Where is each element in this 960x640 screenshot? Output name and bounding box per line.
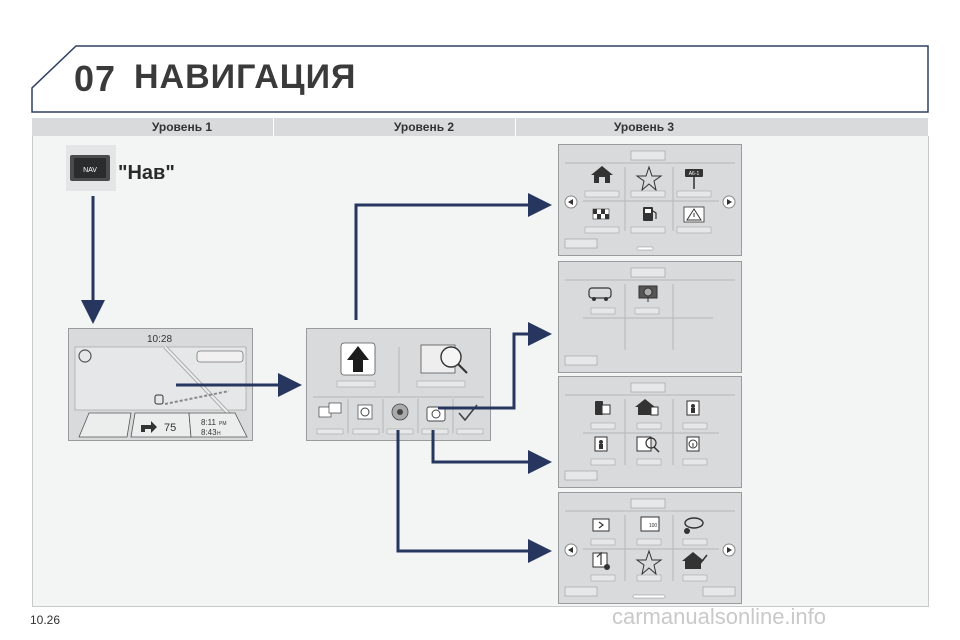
speed-limit: 75 (164, 422, 176, 434)
phone-contact-icon (595, 401, 611, 415)
nav-key-panel: NAV (66, 145, 116, 191)
prev-arrow-icon (568, 199, 573, 205)
person-icon (686, 400, 700, 416)
search-icon (636, 436, 660, 453)
map-screen: 10:28 75 8:11 PM 8:43 H (68, 328, 253, 441)
reroute-icon (592, 551, 610, 570)
page-number: 10.26 (30, 613, 61, 627)
prev-arrow-icon (568, 547, 573, 553)
level3-screen-1: A6-1 (558, 144, 742, 256)
confirm-icon (458, 404, 478, 422)
star-icon (635, 165, 663, 192)
fuel-icon (643, 207, 657, 221)
column-level-1: Уровень 1 (151, 120, 213, 134)
column-header-bar: Уровень 1 Уровень 2 Уровень 3 (32, 118, 928, 136)
compass-icon (78, 349, 92, 363)
arrival-suffix: PM (219, 421, 227, 427)
next-instruction-icon (592, 518, 610, 532)
level3-screen-3 (558, 376, 742, 488)
finish-flag-icon (592, 208, 610, 220)
next-arrow-icon (727, 547, 732, 553)
menu-screen (306, 328, 491, 441)
page-title: НАВИГАЦИЯ (134, 58, 357, 96)
settings-icon (426, 406, 446, 422)
chapter-number: 07 (74, 58, 117, 99)
route-options-icon (318, 402, 342, 418)
star-icon (635, 549, 663, 576)
vehicle-icon (154, 394, 164, 405)
traffic-icon (357, 404, 373, 420)
arrival-time: 8:11 (201, 418, 217, 427)
traffic-camera-icon (638, 285, 658, 302)
info-icon (686, 436, 700, 452)
road-sign-text: A6-1 (689, 171, 700, 177)
home-contact-icon (635, 399, 659, 416)
turn-arrow-icon (141, 421, 157, 433)
navigation-arrow-icon (347, 346, 369, 372)
warning-icon (683, 206, 705, 223)
remaining-suffix: H (217, 431, 221, 437)
column-level-2: Уровень 2 (393, 120, 455, 134)
level3-screen-2 (558, 261, 742, 373)
person-info-icon (594, 436, 608, 452)
cars-icon (588, 287, 612, 301)
nav-key-text: NAV (83, 167, 97, 174)
home-icon (591, 166, 613, 183)
distance-sign-text: 100 (649, 523, 658, 529)
nav-label: "Нав" (118, 162, 175, 184)
road-sign-icon: A6-1 (685, 169, 703, 189)
remaining-time: 8:43 (201, 428, 217, 437)
distance-sign-icon: 100 (640, 516, 660, 532)
map-clock: 10:28 (147, 334, 172, 345)
watermark: carmanualsonline.info (612, 604, 827, 629)
column-level-3: Уровень 3 (613, 120, 675, 134)
home-edit-icon (682, 552, 708, 569)
next-arrow-icon (727, 199, 732, 205)
poi-icon (391, 403, 409, 421)
avoid-icon (684, 517, 704, 534)
header-frame (31, 45, 929, 113)
level3-screen-4: 100 (558, 492, 742, 604)
